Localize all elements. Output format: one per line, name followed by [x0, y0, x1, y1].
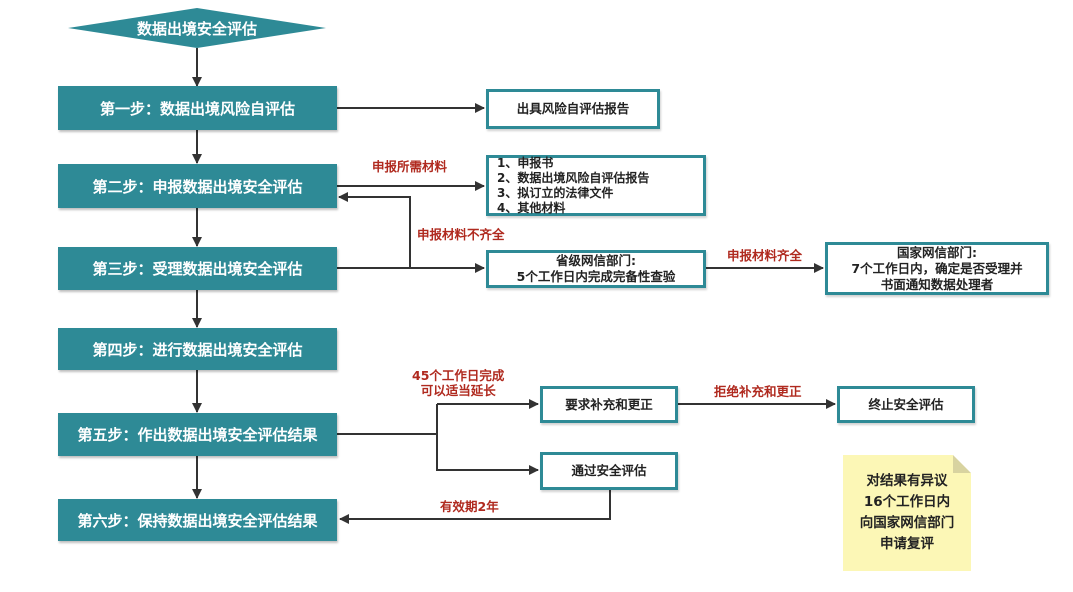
label-complete: 申报材料齐全 — [727, 248, 803, 263]
provincial-desc: 5个工作日内完成完备性查验 — [516, 269, 676, 284]
branch-step5 — [337, 404, 438, 435]
material-item: 2、数据出境风险自评估报告 — [497, 170, 650, 185]
national-box: 国家网信部门: 7个工作日内，确定是否受理并 书面通知数据处理者 — [825, 242, 1049, 295]
note-line: 16个工作日内 — [863, 494, 951, 510]
pass-text: 通过安全评估 — [571, 463, 647, 478]
step-5: 第五步：作出数据出境安全评估结果 — [58, 413, 337, 456]
label-valid: 有效期2年 — [440, 499, 499, 514]
materials-box: 1、申报书 2、数据出境风险自评估报告 3、拟订立的法律文件 4、其他材料 — [486, 155, 706, 216]
note-fold — [953, 455, 971, 473]
label-45-days-line2: 可以适当延长 — [420, 383, 496, 398]
step-6: 第六步：保持数据出境安全评估结果 — [58, 499, 337, 541]
label-incomplete: 申报材料不齐全 — [417, 227, 505, 242]
terminate-box: 终止安全评估 — [837, 386, 975, 423]
national-desc-2: 书面通知数据处理者 — [880, 276, 994, 292]
supplement-text: 要求补充和更正 — [565, 396, 653, 412]
arrow-step5-pass — [436, 434, 539, 475]
self-report-text: 出具风险自评估报告 — [516, 101, 630, 116]
material-item: 1、申报书 — [497, 155, 554, 170]
note-line: 向国家网信部门 — [859, 515, 955, 531]
start-shape — [68, 8, 326, 48]
start-title: 数据出境安全评估 — [136, 19, 257, 38]
label-45-days-line1: 45个工作日完成 — [412, 368, 505, 383]
national-title: 国家网信部门: — [897, 244, 977, 260]
note-line: 申请复评 — [880, 536, 934, 552]
pass-box: 通过安全评估 — [540, 452, 678, 490]
step-4: 第四步：进行数据出境安全评估 — [58, 328, 337, 370]
note-line: 对结果有异议 — [866, 473, 948, 489]
supplement-box: 要求补充和更正 — [540, 386, 678, 423]
label-required-materials: 申报所需材料 — [372, 159, 448, 174]
provincial-title: 省级网信部门: — [556, 253, 636, 268]
label-refuse: 拒绝补充和更正 — [714, 384, 802, 399]
arrow-incomplete-loop — [338, 192, 411, 268]
material-item: 3、拟订立的法律文件 — [497, 185, 614, 200]
terminate-text: 终止安全评估 — [868, 396, 944, 412]
step-2: 第二步：申报数据出境安全评估 — [58, 164, 337, 208]
arrow-pass-step6 — [339, 490, 611, 524]
label-45-days: 45个工作日完成 可以适当延长 — [412, 368, 504, 398]
provincial-box: 省级网信部门: 5个工作日内完成完备性查验 — [486, 250, 706, 288]
step-1: 第一步：数据出境风险自评估 — [58, 86, 337, 130]
national-desc-1: 7个工作日内，确定是否受理并 — [851, 260, 1023, 276]
self-report-box: 出具风险自评估报告 — [486, 89, 660, 129]
step-3: 第三步：受理数据出境安全评估 — [58, 247, 337, 290]
review-note: 对结果有异议 16个工作日内 向国家网信部门 申请复评 — [843, 455, 971, 571]
material-item: 4、其他材料 — [497, 200, 566, 215]
